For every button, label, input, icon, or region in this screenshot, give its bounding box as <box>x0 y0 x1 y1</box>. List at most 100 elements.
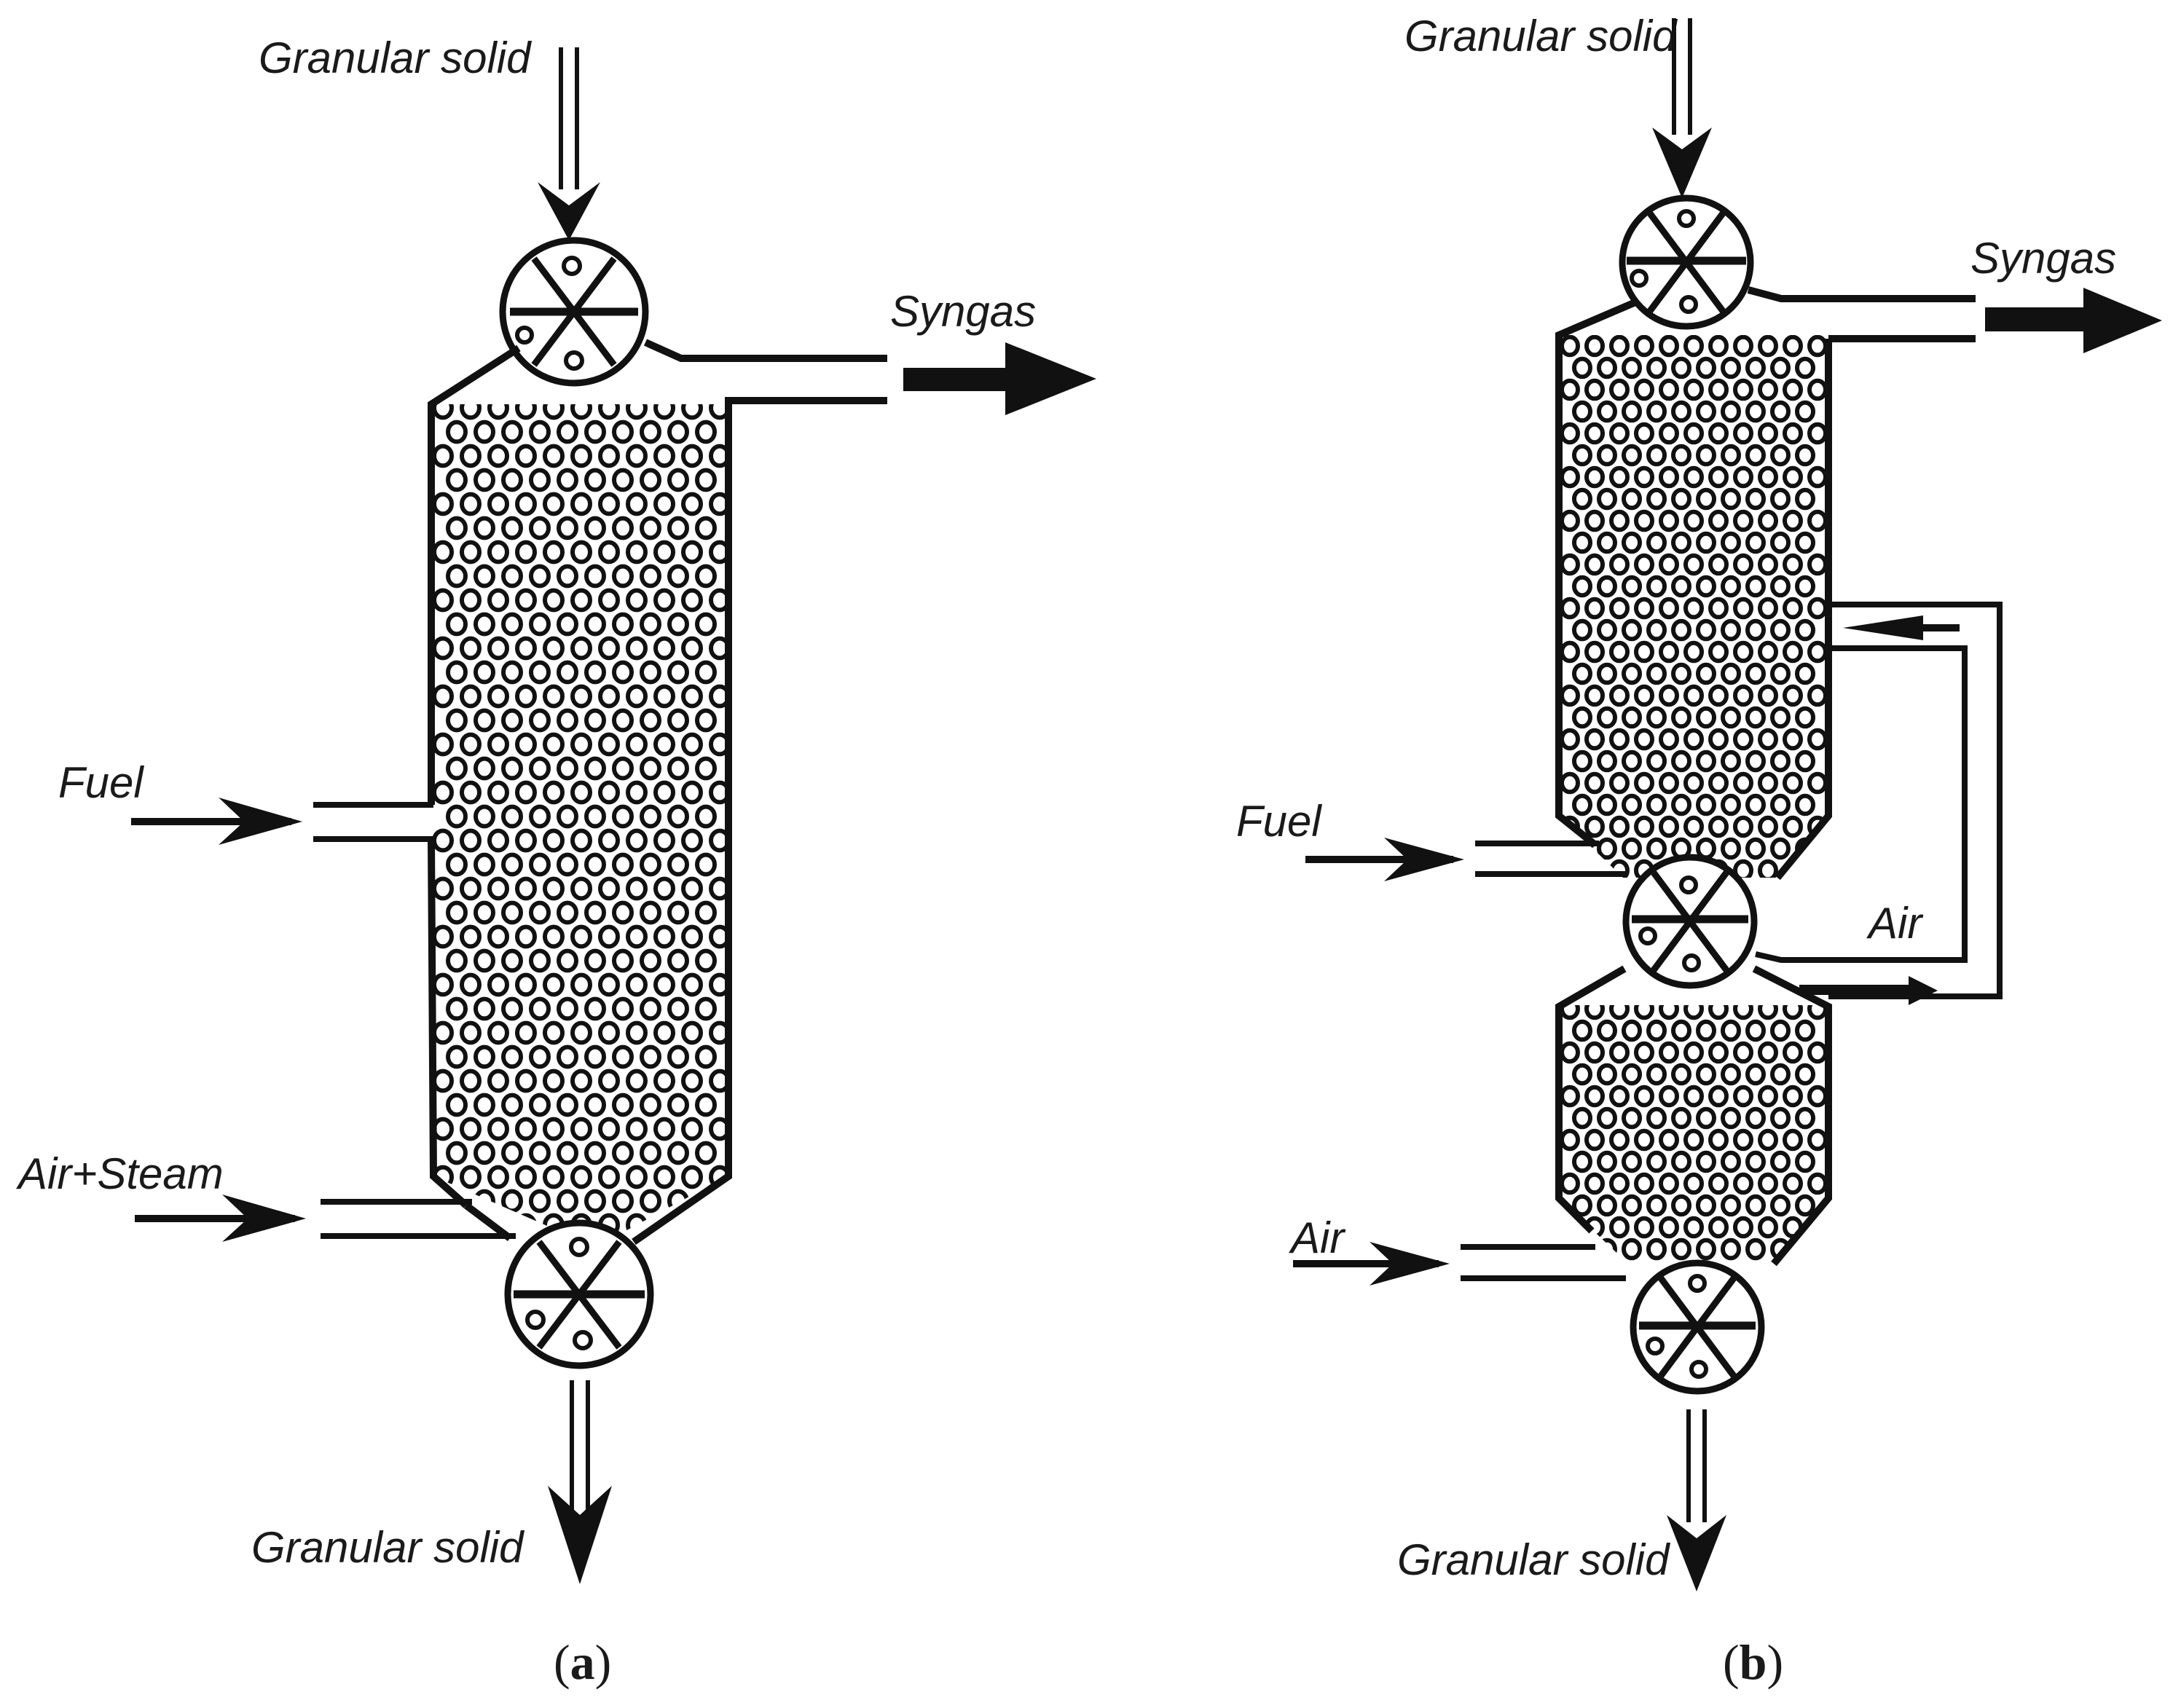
granule <box>515 1020 537 1045</box>
granule <box>667 468 689 492</box>
granule <box>570 636 592 661</box>
granule <box>1597 837 1617 860</box>
reactor-a: Granular solid Syngas Fuel Air+Steam Gra… <box>16 34 1096 1690</box>
granule <box>653 876 675 901</box>
granule <box>584 900 606 925</box>
granule <box>1696 1237 1716 1261</box>
granule <box>557 1093 578 1117</box>
granule <box>1597 444 1617 467</box>
granule <box>432 924 454 949</box>
granule <box>1609 509 1630 532</box>
granule <box>1758 1172 1778 1195</box>
granule <box>557 948 578 973</box>
granule <box>626 1069 648 1093</box>
granule <box>709 444 728 468</box>
granule <box>1683 640 1704 664</box>
granule <box>432 492 454 516</box>
granule <box>570 828 592 853</box>
granule <box>667 660 689 685</box>
granule <box>695 516 717 540</box>
granule <box>1770 444 1791 467</box>
granule <box>598 924 620 949</box>
granule <box>695 660 717 685</box>
granule <box>432 972 454 997</box>
granule <box>1597 1019 1617 1042</box>
granule <box>529 804 551 829</box>
granule <box>543 444 565 468</box>
granule <box>1560 553 1580 576</box>
granule <box>473 948 495 973</box>
granule <box>1683 771 1704 795</box>
granule <box>446 564 468 589</box>
label-b-fuel: Fuel <box>1236 797 1322 846</box>
granule <box>640 660 661 685</box>
granule <box>584 852 606 877</box>
granule <box>1609 1085 1630 1108</box>
granule <box>1622 793 1642 816</box>
granule <box>612 612 634 637</box>
granule <box>626 876 648 901</box>
granule <box>529 1093 551 1117</box>
granule <box>1671 793 1691 816</box>
granule <box>640 1189 661 1213</box>
granule <box>1708 1216 1729 1239</box>
granule <box>1696 837 1716 860</box>
granule <box>1721 706 1741 729</box>
granule <box>1745 531 1766 554</box>
granule <box>446 516 468 540</box>
granule <box>584 420 606 444</box>
granule <box>473 1189 495 1213</box>
granule <box>1683 1172 1704 1195</box>
granule <box>1696 662 1716 685</box>
granule <box>1646 400 1667 423</box>
granule <box>432 444 454 468</box>
granule <box>681 924 703 949</box>
granule <box>460 924 482 949</box>
granule <box>1584 335 1605 358</box>
granule <box>1721 618 1741 642</box>
granule <box>695 564 717 589</box>
granule <box>543 588 565 613</box>
granule <box>1783 597 1803 620</box>
granule <box>1572 618 1592 642</box>
granule <box>1584 465 1605 489</box>
granule <box>1696 793 1716 816</box>
granule <box>626 540 648 564</box>
granule <box>432 1069 454 1093</box>
granule <box>515 828 537 853</box>
granule <box>1609 771 1630 795</box>
granule <box>1597 706 1617 729</box>
granule <box>598 540 620 564</box>
granule <box>667 516 689 540</box>
granule <box>1659 335 1679 358</box>
granule <box>1807 422 1828 445</box>
granule <box>570 924 592 949</box>
granule <box>1622 575 1642 598</box>
granule <box>1622 706 1642 729</box>
granule <box>626 444 648 468</box>
granule <box>557 660 578 685</box>
granule <box>1683 1085 1704 1108</box>
granule <box>1721 356 1741 379</box>
granule <box>640 948 661 973</box>
granule <box>473 516 495 540</box>
granule <box>653 1069 675 1093</box>
granule <box>1807 771 1828 795</box>
granule <box>612 420 634 444</box>
granule <box>653 444 675 468</box>
granule <box>584 996 606 1021</box>
granule <box>1745 575 1766 598</box>
granule <box>446 900 468 925</box>
granule <box>626 924 648 949</box>
granule <box>626 1020 648 1045</box>
granule <box>626 404 648 420</box>
granule <box>640 468 661 492</box>
granule <box>1733 859 1753 878</box>
granule <box>681 876 703 901</box>
granule <box>1683 597 1704 620</box>
granule <box>626 828 648 853</box>
granule <box>473 900 495 925</box>
granule <box>1745 444 1766 467</box>
granule <box>1622 1106 1642 1130</box>
granule <box>1622 1150 1642 1173</box>
